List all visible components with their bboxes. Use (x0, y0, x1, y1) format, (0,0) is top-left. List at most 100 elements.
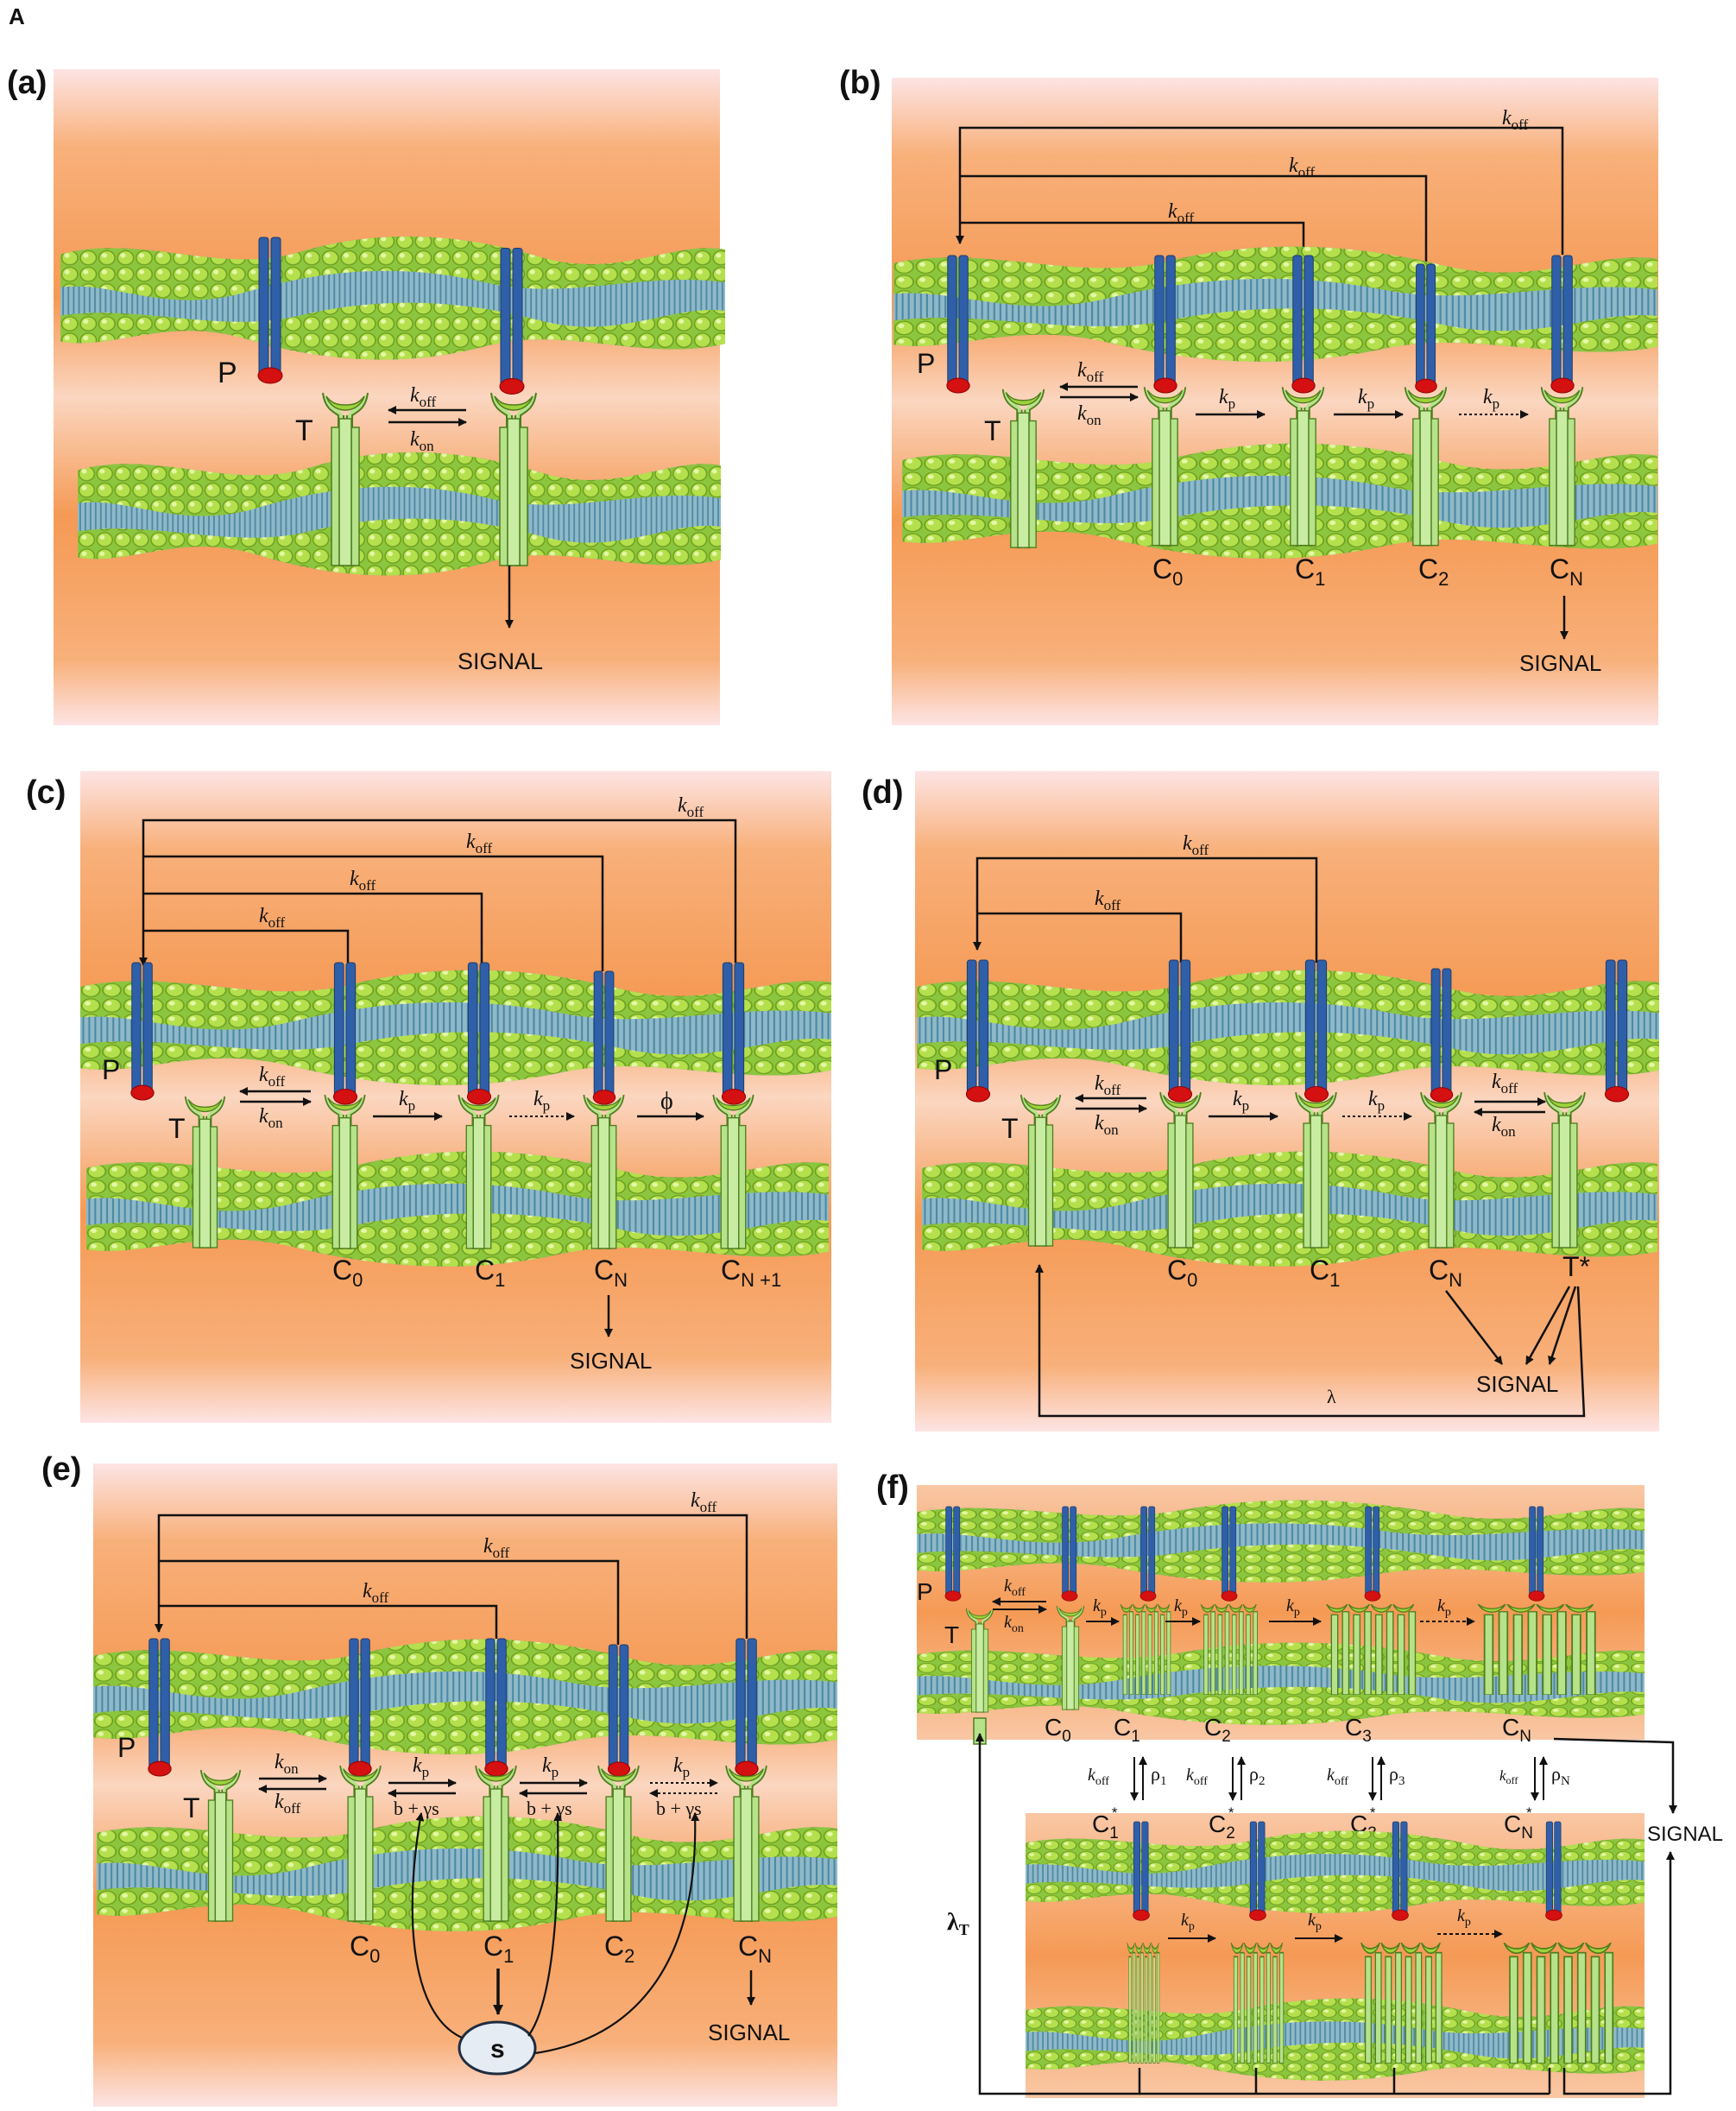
panel-f-kp-lower-1-k: k (1181, 1911, 1190, 1930)
svg-text:C1: C1 (483, 1931, 514, 1967)
panel-d-cn-sub: N (1449, 1269, 1462, 1291)
svg-text:kp: kp (1483, 386, 1499, 412)
panel-c-background (80, 771, 831, 1423)
panel-e-koff-line-cn (155, 1514, 748, 1639)
panel-f-trans-3-rho-sub: 3 (1398, 1774, 1405, 1788)
panel-b-koff-1-k: k (1502, 107, 1512, 130)
svg-text:koff: koff (350, 868, 376, 894)
panel-f-kp-2-sub: p (1182, 1606, 1188, 1619)
panel-c-kp-1-k: k (399, 1088, 408, 1110)
svg-text:kp: kp (399, 1088, 415, 1114)
panel-c-koff-1-k: k (678, 794, 687, 817)
panel-a-letter: (a) (7, 65, 47, 101)
panel-d-unbind-top-k: k (1492, 1071, 1501, 1093)
panel-d-cn: C (1429, 1255, 1449, 1286)
panel-f-cstar-1: C (1092, 1811, 1109, 1837)
panel-e-koff-1-k: k (691, 1489, 700, 1512)
panel-c-koff-3-k: k (350, 868, 359, 890)
svg-text:kon: kon (275, 1751, 299, 1777)
panel-c-koff-3-sub: off (359, 877, 376, 894)
panel-f-kp-lower-1-sub: p (1189, 1920, 1195, 1933)
panel-c-koff-4-sub: off (268, 914, 286, 931)
panel-c-kp-1-sub: p (408, 1097, 416, 1114)
svg-text:C1: C1 (475, 1255, 505, 1291)
svg-text:C2: C2 (1204, 1714, 1231, 1746)
panel-c-koff-1-sub: off (687, 804, 704, 820)
svg-text:koff: koff (275, 1791, 301, 1817)
panel-f-kp-4-k: k (1437, 1596, 1446, 1615)
svg-text:ρ1: ρ1 (1151, 1763, 1166, 1788)
panel-d-bind-bottom-k: k (1095, 1112, 1104, 1135)
svg-text:koff: koff (1289, 155, 1316, 180)
panel-f-kp-3-k: k (1286, 1596, 1295, 1615)
svg-text:kp: kp (1174, 1596, 1188, 1619)
panel-f-lambda-sub: T (959, 1921, 969, 1938)
panel-f-cstar-n-sub: N (1521, 1824, 1533, 1842)
panel-f-kp-3-sub: p (1294, 1606, 1300, 1619)
svg-text:kp: kp (1368, 1088, 1385, 1114)
panel-b-koff-3-k: k (1168, 200, 1177, 223)
svg-text:koff: koff (1168, 200, 1195, 226)
panel-b-signal: SIGNAL (1519, 650, 1601, 676)
panel-e-koff-3-k: k (363, 1580, 372, 1602)
panel-e-s-feedback-3 (534, 1812, 700, 2055)
panel-e-koff-line-c1 (159, 1604, 498, 1639)
svg-text:kp: kp (1093, 1596, 1107, 1619)
panel-b-c0-sub: 0 (1172, 568, 1183, 590)
panel-e-koff-1-sub: off (700, 1499, 717, 1515)
svg-text:kp: kp (542, 1754, 559, 1780)
panel-b-koff-line-c2 (960, 174, 1428, 263)
panel-f-trans-1-k: k (1088, 1766, 1096, 1785)
svg-text:kp: kp (1233, 1088, 1249, 1114)
panel-c-kp-2-sub: p (543, 1097, 551, 1114)
panel-d-koff-2-k: k (1095, 888, 1104, 910)
panel-e-c1-sub: 1 (503, 1945, 514, 1967)
panel-d-tstar-signal-arrow-1 (1525, 1286, 1571, 1365)
panel-c-c1-sub: 1 (495, 1269, 505, 1291)
panel-b-kp-3-k: k (1483, 386, 1493, 408)
panel-f-trans-3-sub: off (1335, 1775, 1348, 1788)
svg-text:koff: koff (410, 384, 437, 410)
panel-e-koff-2-sub: off (493, 1545, 510, 1561)
svg-text:koff: koff (259, 1064, 286, 1090)
panel-d-koff-line-c1 (973, 856, 1318, 963)
panel-b-kp-2-k: k (1358, 386, 1367, 408)
panel-f-trans-2-rho-sub: 2 (1259, 1774, 1266, 1788)
svg-text:kon: kon (1095, 1112, 1119, 1138)
svg-text:koff: koff (1502, 107, 1529, 133)
svg-text:C1: C1 (1310, 1255, 1340, 1291)
panel-f-trans-1-rho-sub: 1 (1160, 1774, 1167, 1788)
panel-f-trans-4-k: k (1499, 1767, 1506, 1784)
panel-f-letter: (f) (876, 1469, 909, 1506)
svg-text:ρ2: ρ2 (1249, 1763, 1265, 1788)
panel-f-trans-3-k: k (1327, 1766, 1335, 1785)
panel-a: (a) P T koff kon SIGNAL (7, 65, 725, 725)
panel-f-cn-sub: N (1519, 1728, 1531, 1746)
svg-text:C0: C0 (1152, 553, 1183, 590)
panel-f-lambda: λ (947, 1909, 959, 1936)
panel-e-kp-3-k: k (673, 1754, 683, 1777)
panel-d-unbind-bottom-k: k (1492, 1114, 1501, 1136)
panel-c-c0-sub: 0 (352, 1269, 363, 1291)
panel-a-kon-sub: on (420, 438, 435, 454)
panel-d-bind-top-k: k (1095, 1072, 1104, 1095)
panel-f-cstar-3: C (1350, 1811, 1367, 1837)
panel-b: (b) koff koff koff P T koff kon kp kp kp… (839, 65, 1658, 725)
panel-f-kp-1-k: k (1093, 1596, 1102, 1615)
panel-e: (e) koff koff koff P T kon koff kp kp kp (41, 1451, 837, 2107)
panel-b-label-t: T (984, 415, 1001, 446)
svg-text:λT: λT (947, 1909, 969, 1938)
panel-f-kp-1-sub: p (1101, 1606, 1107, 1619)
svg-text:kp: kp (1308, 1911, 1322, 1933)
panel-c-c0: C (332, 1255, 352, 1286)
panel-b-koff-3-sub: off (1177, 210, 1195, 226)
panel-e-s-node (458, 2020, 537, 2076)
panel-c-bind-top-k: k (259, 1064, 268, 1086)
svg-text:CN: CN (594, 1255, 628, 1291)
svg-text:koff: koff (483, 1535, 510, 1561)
panel-e-cn: C (738, 1931, 758, 1962)
panel-d-koff-2-sub: off (1104, 897, 1121, 913)
panel-c-koff-4-k: k (259, 905, 268, 927)
panel-e-s-feedback-2 (527, 1812, 563, 2037)
panel-c-cn-sub: N (614, 1269, 628, 1291)
